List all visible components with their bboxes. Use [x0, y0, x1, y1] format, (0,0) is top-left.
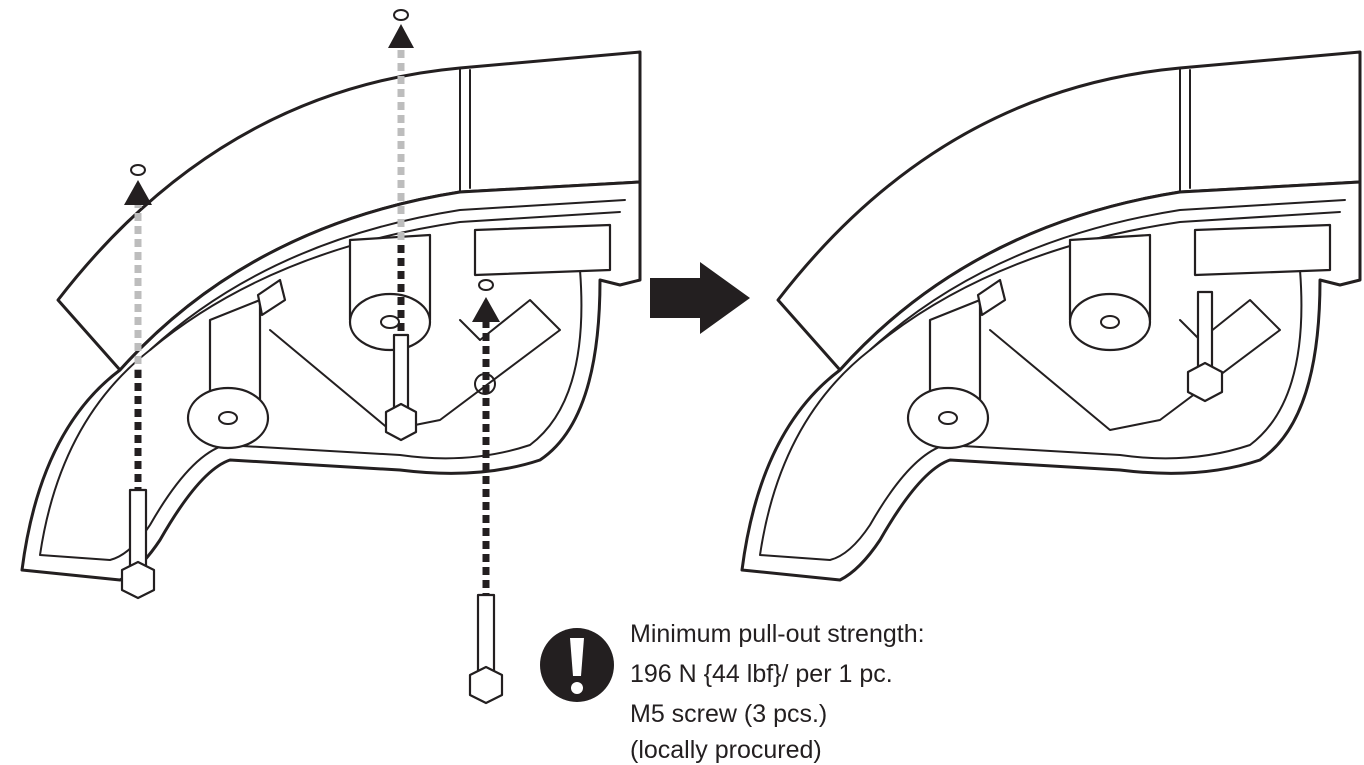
note-line-1: Minimum pull-out strength:: [630, 620, 925, 648]
note-line-4: (locally procured): [630, 736, 822, 764]
right-bracket-panel: [740, 50, 1362, 582]
right-boss-rear: [1068, 292, 1152, 352]
right-clip: [976, 278, 1007, 317]
arrow-up-middle: [388, 24, 414, 48]
note-line-3: M5 screw (3 pcs.): [630, 700, 827, 728]
arrow-up-right: [472, 297, 500, 322]
left-screw-loose: [468, 593, 504, 705]
hex-screw-icon: [120, 560, 156, 600]
target-hole-right: [478, 279, 494, 291]
arrow-up-left: [124, 180, 152, 205]
left-clip: [256, 278, 287, 317]
right-cover-block: [1179, 67, 1191, 193]
left-boss-rear: [348, 292, 432, 352]
exclamation-dot: [571, 682, 583, 694]
target-hole-left: [130, 164, 146, 176]
left-shell-edge: [149, 211, 621, 351]
left-boss-rear-hole: [380, 315, 400, 329]
left-screw-middle: [384, 333, 418, 442]
hex-screw-icon: [468, 665, 504, 705]
right-shell-edge: [869, 211, 1341, 351]
exclamation-mark: [570, 638, 584, 676]
right-arrow-icon: [650, 262, 750, 334]
left-bracket-panel: [20, 9, 642, 705]
hex-screw-icon: [1186, 361, 1224, 403]
right-boss-front: [906, 386, 990, 450]
hex-screw-icon: [384, 402, 418, 442]
note-line-2: 196 N {44 lbf}/ per 1 pc.: [630, 660, 893, 688]
left-boss-front: [186, 386, 270, 450]
right-boss-rear-hole: [1100, 315, 1120, 329]
left-screw-bottom: [120, 488, 156, 600]
right-tab: [1193, 223, 1332, 277]
right-screw-shaft: [1196, 290, 1214, 369]
left-cover-block: [459, 67, 471, 193]
left-tab: [473, 223, 612, 277]
right-boss-front-hole: [938, 411, 958, 425]
pull-out-note: Minimum pull-out strength: 196 N {44 lbf…: [540, 620, 925, 764]
left-boss-front-hole: [218, 411, 238, 425]
target-hole-middle: [393, 9, 409, 21]
